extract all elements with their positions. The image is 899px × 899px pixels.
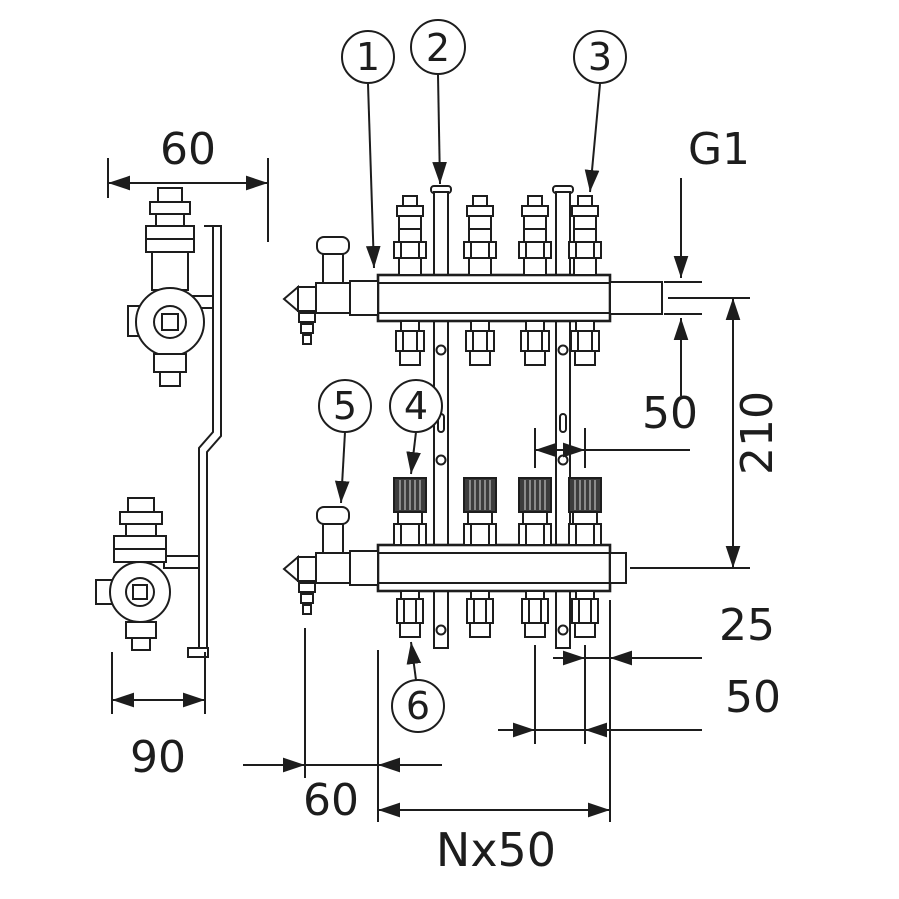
upper-manifold-bar: [376, 273, 663, 323]
lower-manifold-bar: [376, 543, 627, 593]
callout-1: 1: [341, 30, 395, 269]
lower-air-vent-drain-assembly: [283, 506, 379, 615]
dim-outlet-spacing-bottom: 50: [498, 645, 781, 744]
side-view: [95, 187, 222, 658]
callout-3-label: 3: [588, 35, 612, 79]
flow-meter-2: [463, 195, 497, 276]
dim-label-g1: G1: [688, 124, 750, 175]
callout-6: 6: [391, 641, 445, 733]
thermostatic-cap-1: [393, 477, 427, 546]
dim-total-length: Nx50: [378, 802, 610, 877]
dim-label-left-offset: 60: [303, 775, 359, 826]
lower-outlet-4: [571, 590, 599, 638]
dim-label-overall-height: 210: [732, 391, 783, 475]
dim-label-side-depth: 60: [160, 124, 216, 175]
bracket-profile: [187, 225, 222, 658]
upper-outlet-2: [465, 320, 495, 366]
upper-air-vent-drain-assembly: [283, 236, 379, 345]
callout-5-label: 5: [333, 384, 357, 428]
upper-outlet-1: [395, 320, 425, 366]
dim-connection-thread: G1: [664, 124, 750, 396]
callout-4: 4: [389, 379, 443, 475]
callouts: 1 2 3 4 5 6: [318, 19, 627, 733]
dim-overall-height: 210: [630, 297, 783, 569]
dim-label-outlet-spacing-bottom: 50: [725, 672, 781, 723]
dim-side-depth: 60: [107, 124, 269, 242]
dim-label-side-width: 90: [130, 732, 186, 783]
lower-outlet-1: [396, 590, 424, 638]
dimensions: 60 90 G1 210 50: [107, 124, 783, 877]
callout-4-label: 4: [404, 384, 428, 428]
callout-5: 5: [318, 379, 372, 504]
g1-connection-pipe: [609, 281, 663, 315]
callout-3: 3: [573, 30, 627, 193]
lower-outlet-3: [521, 590, 549, 638]
thermostatic-cap-4: [568, 477, 602, 546]
flow-meter-4: [568, 195, 602, 276]
callout-6-label: 6: [406, 684, 430, 728]
dim-outlet-spacing-top: 50: [534, 388, 698, 468]
flow-meter-1: [393, 195, 427, 276]
side-view-upper-valve: [127, 187, 214, 387]
upper-outlet-3: [520, 320, 550, 366]
flow-meter-3: [518, 195, 552, 276]
callout-1-label: 1: [356, 35, 380, 79]
thermostatic-cap-2: [463, 477, 497, 546]
upper-outlet-4: [570, 320, 600, 366]
side-view-lower-valve: [95, 497, 200, 651]
lower-outlet-2: [466, 590, 494, 638]
dim-left-offset: 60: [243, 628, 442, 826]
dim-side-width: 90: [111, 652, 206, 783]
front-view: [283, 185, 663, 649]
dim-label-total-length: Nx50: [436, 823, 556, 877]
callout-2-label: 2: [426, 26, 450, 70]
dim-label-end-offset: 25: [719, 600, 775, 651]
callout-2: 2: [410, 19, 466, 185]
lower-end-plug: [609, 552, 627, 584]
dim-label-outlet-spacing-top: 50: [642, 388, 698, 439]
thermostatic-cap-3: [518, 477, 552, 546]
